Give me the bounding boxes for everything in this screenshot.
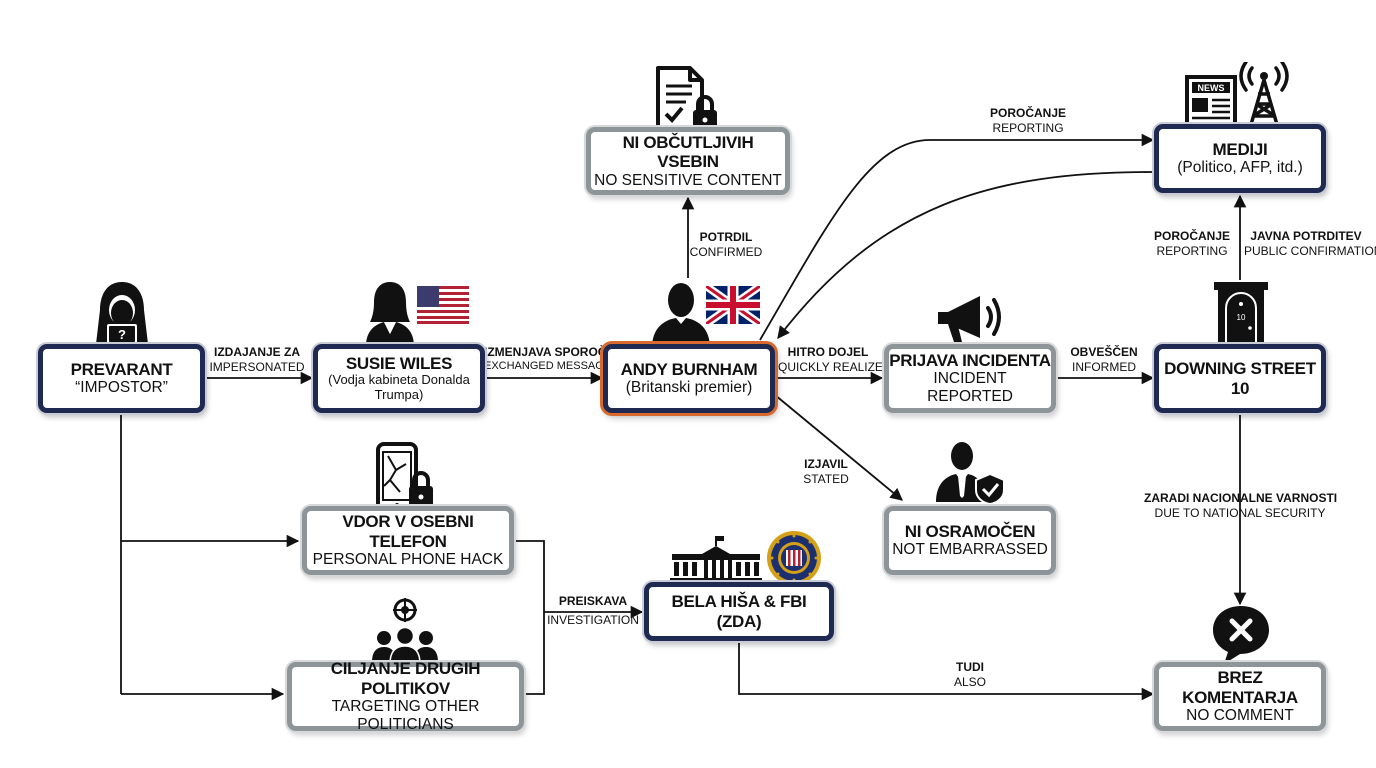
svg-text:10: 10 — [1237, 313, 1246, 322]
antenna-tower-icon — [1239, 62, 1289, 129]
downing-door-icon: 10 — [1214, 282, 1268, 346]
businessman-shield-icon — [936, 442, 1005, 504]
node-targeting-politicians-subtitle: TARGETING OTHER POLITICIANS — [331, 698, 480, 734]
target-group-icon — [372, 598, 438, 665]
us-flag-icon — [417, 286, 469, 324]
svg-text:?: ? — [118, 327, 126, 342]
hacked-phone-icon — [376, 442, 433, 512]
node-downing-street: DOWNING STREET 10 — [1154, 344, 1326, 413]
fbi-seal-icon — [767, 531, 821, 585]
node-susie-wiles-subtitle: (Vodja kabineta Donalda Trumpa) — [328, 372, 470, 403]
node-incident-reported-subtitle: INCIDENT REPORTED — [927, 370, 1013, 406]
node-prevarant: PREVARANT “IMPOSTOR” — [38, 344, 205, 413]
node-mediji-title: MEDIJI — [1212, 139, 1268, 159]
node-susie-wiles: SUSIE WILES (Vodja kabineta Donalda Trum… — [313, 344, 485, 413]
node-no-comment: BREZ KOMENTARJA NO COMMENT — [1154, 662, 1326, 731]
node-susie-wiles-title: SUSIE WILES — [345, 353, 453, 373]
node-no-sensitive-content-subtitle: NO SENSITIVE CONTENT — [594, 171, 782, 189]
white-house-icon — [670, 536, 762, 586]
node-incident-reported: PRIJAVA INCIDENTA INCIDENT REPORTED — [884, 344, 1056, 413]
node-no-sensitive-content: NI OBČUTLJIVIH VSEBIN NO SENSITIVE CONTE… — [586, 127, 790, 195]
node-prevarant-subtitle: “IMPOSTOR” — [75, 379, 168, 397]
node-no-comment-subtitle: NO COMMENT — [1186, 707, 1294, 725]
node-phone-hack: VDOR V OSEBNI TELEFON PERSONAL PHONE HAC… — [302, 506, 514, 575]
node-andy-burnham-title: ANDY BURNHAM — [620, 359, 758, 379]
node-andy-burnham-subtitle: (Britanski premier) — [625, 379, 753, 397]
node-white-house-fbi-title: BELA HIŠA & FBI (ZDA) — [671, 591, 807, 631]
node-not-embarrassed-subtitle: NOT EMBARRASSED — [892, 541, 1048, 559]
edge-reporting-top — [759, 133, 1155, 341]
node-not-embarrassed: NI OSRAMOČEN NOT EMBARRASSED — [884, 506, 1056, 575]
megaphone-icon — [938, 296, 1001, 342]
node-no-sensitive-content-title: NI OBČUTLJIVIH VSEBIN — [622, 132, 754, 172]
edge-also — [738, 641, 1155, 701]
newspaper-icon: NEWS — [1185, 75, 1237, 127]
man-icon — [652, 283, 710, 348]
uk-flag-icon — [706, 286, 760, 324]
woman-icon — [366, 282, 414, 346]
node-phone-hack-title: VDOR V OSEBNI TELEFON — [342, 512, 474, 551]
node-downing-street-title: DOWNING STREET 10 — [1164, 358, 1316, 398]
node-prevarant-title: PREVARANT — [70, 359, 173, 379]
node-not-embarrassed-title: NI OSRAMOČEN — [904, 521, 1036, 541]
document-lock-icon — [656, 66, 717, 130]
node-targeting-politicians-title: CILJANJE DRUGIH POLITIKOV — [330, 659, 481, 698]
node-targeting-politicians: CILJANJE DRUGIH POLITIKOV TARGETING OTHE… — [287, 659, 524, 734]
node-mediji: MEDIJI (Politico, AFP, itd.) — [1154, 124, 1326, 193]
node-white-house-fbi: BELA HIŠA & FBI (ZDA) — [644, 582, 834, 641]
node-mediji-subtitle: (Politico, AFP, itd.) — [1177, 159, 1303, 177]
node-no-comment-title: BREZ KOMENTARJA — [1182, 668, 1298, 707]
no-comment-bubble-icon — [1213, 606, 1269, 664]
node-incident-reported-title: PRIJAVA INCIDENTA — [889, 350, 1051, 370]
edge-stated — [774, 394, 903, 501]
edge-reporting-back — [777, 171, 1154, 339]
hacker-icon: ? — [96, 282, 148, 344]
edge-phone-investigation — [514, 540, 545, 695]
svg-text:NEWS: NEWS — [1198, 83, 1225, 93]
node-andy-burnham: ANDY BURNHAM (Britanski premier) — [603, 344, 775, 413]
node-phone-hack-subtitle: PERSONAL PHONE HACK — [312, 551, 504, 569]
